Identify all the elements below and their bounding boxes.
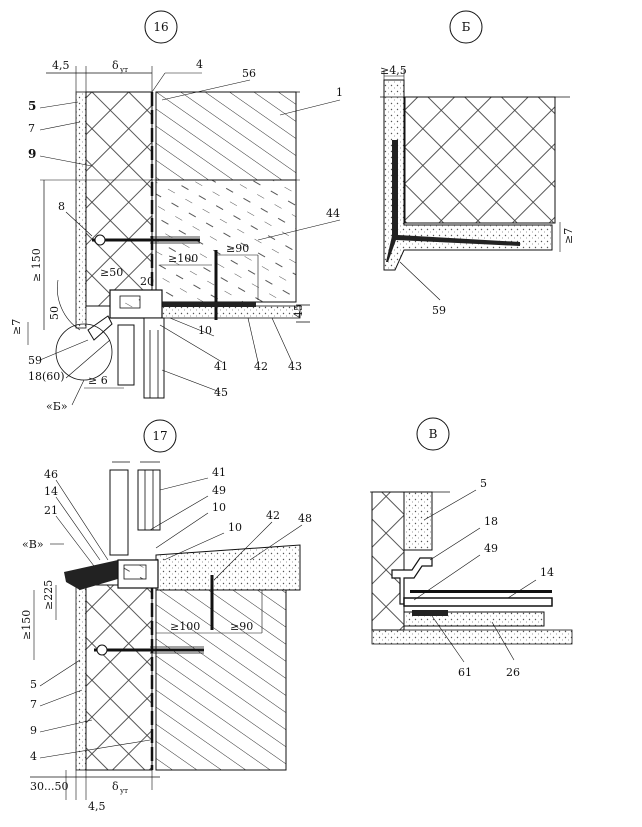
svg-text:48: 48 bbox=[298, 512, 312, 525]
insulation-layer-lower bbox=[85, 584, 153, 771]
detail-B-insulation bbox=[404, 96, 556, 224]
window-flashing bbox=[64, 560, 128, 590]
detail-V-marker: В bbox=[416, 417, 450, 451]
detail-16-marker: 16 bbox=[144, 10, 178, 44]
svg-text:50: 50 bbox=[48, 306, 61, 320]
svg-text:17: 17 bbox=[152, 429, 167, 443]
svg-text:5: 5 bbox=[30, 678, 37, 691]
svg-text:≥ 150: ≥ 150 bbox=[30, 248, 43, 282]
plaster-layer bbox=[75, 91, 87, 329]
svg-text:9: 9 bbox=[30, 724, 37, 737]
detail-B: Б ≥4,5 ≥7 59 bbox=[380, 10, 575, 317]
svg-text:41: 41 bbox=[214, 360, 228, 373]
svg-text:ут: ут bbox=[120, 787, 128, 795]
svg-text:42: 42 bbox=[266, 509, 280, 522]
detail-B-marker: Б bbox=[449, 10, 483, 44]
detail-V-glass bbox=[410, 590, 552, 593]
svg-text:7: 7 bbox=[30, 698, 37, 711]
svg-text:≥50: ≥50 bbox=[100, 266, 123, 279]
detail-17: 17 46 14 21 bbox=[20, 419, 312, 813]
detail-V-sealant-tape bbox=[412, 610, 448, 616]
svg-text:10: 10 bbox=[212, 501, 226, 514]
svg-text:21: 21 bbox=[44, 504, 58, 517]
svg-text:≥100: ≥100 bbox=[168, 252, 198, 265]
svg-text:≥90: ≥90 bbox=[230, 620, 253, 633]
svg-text:4: 4 bbox=[196, 58, 203, 71]
concrete-wall-lower bbox=[155, 589, 287, 771]
detail-V: В 5 18 49 14 61 26 bbox=[370, 417, 573, 679]
svg-text:≥7: ≥7 bbox=[562, 228, 575, 244]
svg-text:46: 46 bbox=[44, 468, 58, 481]
svg-text:42: 42 bbox=[254, 360, 268, 373]
svg-text:≥ 6: ≥ 6 bbox=[88, 374, 108, 387]
dowel-lower bbox=[94, 644, 204, 656]
svg-text:4,5: 4,5 bbox=[52, 59, 70, 72]
svg-text:5: 5 bbox=[480, 477, 487, 490]
svg-text:4,5: 4,5 bbox=[88, 800, 106, 813]
svg-text:8: 8 bbox=[58, 200, 65, 213]
detail-B-plaster bbox=[383, 79, 553, 271]
svg-text:«Б»: «Б» bbox=[46, 400, 68, 413]
svg-text:30...50: 30...50 bbox=[30, 780, 68, 793]
svg-text:9: 9 bbox=[28, 147, 36, 161]
svg-text:16: 16 bbox=[153, 20, 168, 34]
svg-text:61: 61 bbox=[458, 666, 472, 679]
svg-text:56: 56 bbox=[242, 67, 256, 80]
svg-text:Б: Б bbox=[462, 20, 471, 34]
svg-text:ут: ут bbox=[120, 66, 128, 74]
svg-text:≥225: ≥225 bbox=[42, 580, 55, 610]
window-frame-16 bbox=[87, 289, 165, 399]
svg-text:δ: δ bbox=[112, 59, 119, 72]
svg-text:43: 43 bbox=[288, 360, 302, 373]
svg-text:18(60): 18(60) bbox=[28, 370, 65, 383]
svg-text:≥90: ≥90 bbox=[226, 242, 249, 255]
svg-text:49: 49 bbox=[484, 542, 498, 555]
detail-V-plaster bbox=[403, 491, 433, 551]
insulation-layer bbox=[85, 91, 153, 307]
sill-seal bbox=[160, 302, 256, 307]
svg-text:В: В bbox=[429, 427, 438, 441]
svg-text:1: 1 bbox=[336, 86, 343, 99]
svg-text:≥150: ≥150 bbox=[20, 610, 33, 640]
svg-text:59: 59 bbox=[28, 354, 42, 367]
svg-text:45: 45 bbox=[214, 386, 228, 399]
svg-text:10: 10 bbox=[228, 521, 242, 534]
concrete-wall-upper bbox=[155, 91, 297, 181]
svg-text:«В»: «В» bbox=[22, 538, 44, 551]
window-sill-slab bbox=[155, 544, 301, 591]
svg-text:41: 41 bbox=[212, 466, 226, 479]
svg-text:≥4,5: ≥4,5 bbox=[380, 64, 407, 77]
svg-text:5: 5 bbox=[28, 99, 36, 113]
detail-V-sill-board bbox=[403, 597, 553, 607]
svg-text:≥7: ≥7 bbox=[10, 319, 23, 335]
svg-text:18: 18 bbox=[484, 515, 498, 528]
detail-V-frame-profile bbox=[391, 557, 433, 605]
svg-text:14: 14 bbox=[44, 485, 58, 498]
detail-17-marker: 17 bbox=[143, 419, 177, 453]
detail-16: 16 bbox=[10, 10, 343, 413]
detail-V-insulation bbox=[371, 491, 405, 631]
svg-text:45: 45 bbox=[292, 304, 305, 318]
dowel-upper bbox=[92, 234, 200, 246]
window-frame-17 bbox=[109, 461, 161, 589]
plaster-layer-lower bbox=[75, 579, 87, 771]
svg-text:49: 49 bbox=[212, 484, 226, 497]
svg-text:59: 59 bbox=[432, 304, 446, 317]
svg-text:≥100: ≥100 bbox=[170, 620, 200, 633]
svg-text:7: 7 bbox=[28, 122, 35, 135]
svg-text:26: 26 bbox=[506, 666, 520, 679]
svg-text:20: 20 bbox=[140, 275, 154, 288]
svg-text:14: 14 bbox=[540, 566, 554, 579]
svg-text:δ: δ bbox=[112, 780, 119, 793]
svg-text:4: 4 bbox=[30, 750, 37, 763]
detail-V-base bbox=[371, 629, 573, 645]
sill-strip bbox=[159, 305, 301, 319]
svg-text:44: 44 bbox=[326, 207, 340, 220]
